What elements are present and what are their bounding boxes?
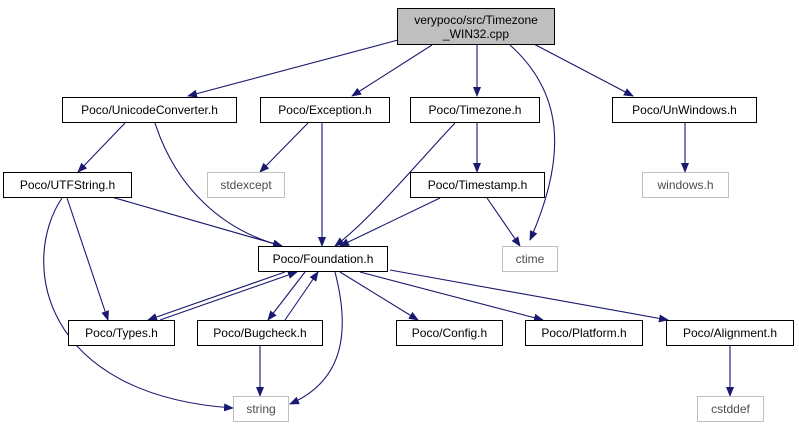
- node-platform[interactable]: Poco/Platform.h: [525, 320, 643, 346]
- edge-root-unwindows: [529, 41, 634, 97]
- edge-bugcheck-foundation: [284, 271, 319, 321]
- edge-foundation-config: [339, 271, 419, 321]
- node-unwindows[interactable]: Poco/UnWindows.h: [612, 97, 757, 123]
- edge-utfstring-types: [66, 197, 109, 321]
- edge-foundation-platform: [359, 271, 544, 322]
- edge-foundation-string: [289, 271, 343, 405]
- node-timezone[interactable]: Poco/Timezone.h: [410, 97, 540, 123]
- node-string[interactable]: string: [233, 396, 289, 422]
- node-unicode-converter[interactable]: Poco/UnicodeConverter.h: [62, 97, 237, 123]
- node-types[interactable]: Poco/Types.h: [68, 320, 175, 346]
- node-windows[interactable]: windows.h: [642, 172, 729, 198]
- node-timestamp[interactable]: Poco/Timestamp.h: [410, 172, 545, 198]
- edge-utfstring-string: [43, 197, 234, 412]
- node-config[interactable]: Poco/Config.h: [396, 320, 503, 346]
- edge-unicode-utfstring: [77, 122, 126, 173]
- edge-foundation-types: [147, 271, 286, 321]
- node-exception[interactable]: Poco/Exception.h: [260, 97, 390, 123]
- node-label-line2: _WIN32.cpp: [442, 26, 510, 41]
- edge-utfstring-foundation: [107, 195, 283, 248]
- node-utf-string[interactable]: Poco/UTFString.h: [3, 172, 132, 198]
- edge-timestamp-foundation: [339, 197, 441, 247]
- edge-root-exception: [351, 44, 433, 97]
- node-ctime[interactable]: ctime: [502, 246, 558, 272]
- node-label-line1: verypoco/src/Timezone: [414, 12, 538, 27]
- edge-foundation-bugcheck: [267, 271, 306, 321]
- edge-exception-stdexcept: [259, 122, 309, 173]
- edge-root-unicode-converter: [187, 39, 399, 98]
- edge-types-foundation: [159, 271, 298, 321]
- edge-timestamp-ctime: [486, 197, 521, 247]
- edge-foundation-alignment: [389, 269, 669, 323]
- edge-timezone-foundation: [334, 122, 456, 247]
- edge-root-ctime: [509, 44, 556, 241]
- node-stdexcept[interactable]: stdexcept: [207, 172, 285, 198]
- node-bugcheck[interactable]: Poco/Bugcheck.h: [197, 320, 323, 346]
- node-alignment[interactable]: Poco/Alignment.h: [666, 320, 794, 346]
- edge-unicode-foundation: [154, 122, 283, 248]
- node-cstddef[interactable]: cstddef: [697, 396, 764, 422]
- node-foundation[interactable]: Poco/Foundation.h: [258, 246, 388, 272]
- node-timezone-win32-cpp[interactable]: verypoco/src/Timezone _WIN32.cpp: [397, 8, 555, 45]
